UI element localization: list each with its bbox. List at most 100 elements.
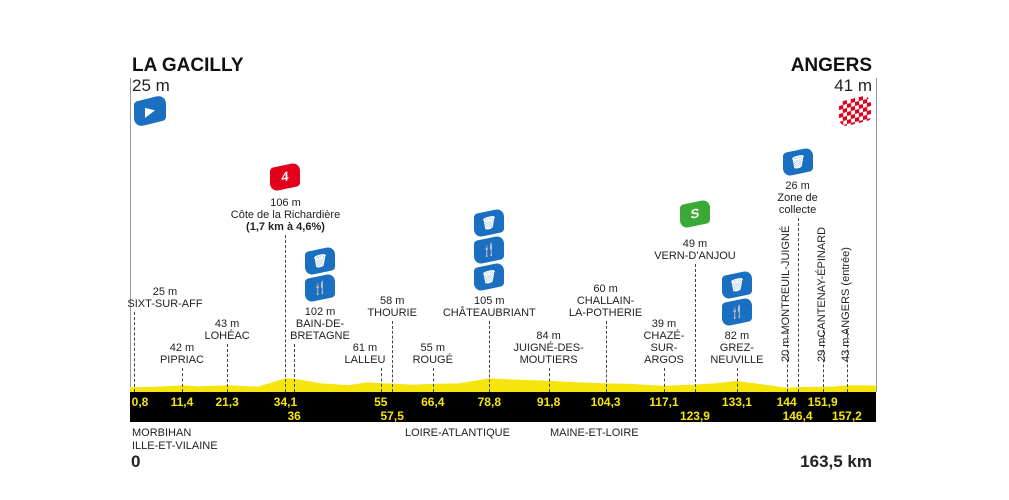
waypoint-text: 39 m: [651, 318, 677, 330]
waypoint-text: 106 m: [270, 197, 301, 209]
waypoint-text: Zone de: [777, 192, 818, 204]
km-label: 11,4: [170, 395, 194, 409]
total-distance: 163,5 km: [800, 452, 872, 471]
km-label: 146,4: [782, 409, 813, 423]
waypoint-text: 49 m: [682, 238, 708, 250]
marker-line: [285, 235, 287, 392]
waypoint-text: LA-POTHERIE: [568, 307, 643, 319]
waypoint-text: CHÂTEAUBRIANT: [442, 307, 536, 319]
finish-line: [876, 78, 877, 392]
km-label: 21,3: [215, 395, 239, 409]
marker-line: [736, 368, 738, 392]
waypoint-text: 43 m: [214, 318, 240, 330]
waypoint-text: LOHÉAC: [204, 330, 250, 342]
marker-line: [181, 368, 183, 392]
waypoint-text: 42 m: [169, 342, 195, 354]
waypoint-text: ROUGÉ: [412, 354, 453, 366]
start-altitude: 25 m: [132, 76, 170, 95]
waypoint-text: GREZ-: [719, 342, 755, 354]
km-label: 78,8: [477, 395, 501, 409]
waypoint-text: MOUTIERS: [519, 354, 578, 366]
marker-line: [432, 368, 434, 392]
km-label: 91,8: [536, 395, 561, 409]
km-band: [130, 392, 876, 422]
department-label: MAINE-ET-LOIRE: [550, 427, 639, 439]
km-label: 123,9: [679, 409, 710, 423]
waypoint-text: CHAZÉ-: [643, 330, 685, 342]
waypoint-text: SUR-: [650, 342, 678, 354]
waypoint-text: CHALLAIN-: [576, 295, 635, 307]
waypoint-vertical-label: 20 m MONTREUIL-JUIGNÉ: [779, 225, 792, 362]
department-label: ILLE-ET-VILAINE: [132, 440, 218, 452]
km-label: 66,4: [421, 395, 445, 409]
km-label: 157,2: [831, 409, 862, 423]
waypoint-text: collecte: [778, 204, 817, 216]
start-km: 0: [131, 452, 141, 471]
km-label: 36: [287, 409, 301, 423]
waypoint-text: THOURIE: [367, 307, 417, 319]
marker-line: [294, 344, 296, 392]
km-label: 34,1: [273, 395, 298, 409]
km-label: 57,5: [380, 409, 404, 423]
waypoint-text: 102 m: [304, 306, 336, 318]
waypoint-vertical-label: 43 m ANGERS (entrée): [839, 247, 852, 362]
marker-line: [663, 368, 665, 392]
finish-city: ANGERS: [790, 55, 872, 76]
km-label: 117,1: [649, 395, 679, 409]
waypoint-text: 58 m: [379, 295, 405, 307]
waypoint-text: JUIGNÉ-DES-: [513, 342, 584, 354]
waypoint-text: VERN-D'ANJOU: [654, 250, 736, 262]
start-line: [130, 78, 131, 392]
waypoint-text: (1,7 km à 4,6%): [246, 221, 325, 233]
waypoint-text: ARGOS: [644, 354, 684, 366]
department-label: LOIRE-ATLANTIQUE: [405, 427, 510, 439]
waypoint-text: 26 m: [785, 180, 810, 192]
marker-line: [133, 312, 135, 392]
marker-line: [786, 330, 788, 392]
waypoint-text: 61 m: [352, 342, 378, 354]
waypoint-vertical-label: 29 mCANTENAY-ÉPINARD: [815, 226, 828, 362]
marker-line: [227, 344, 229, 392]
marker-line: [797, 218, 799, 392]
waypoint-text: BRETAGNE: [290, 330, 350, 342]
waypoint-text: 25 m: [152, 286, 178, 298]
waypoint-text: 105 m: [474, 295, 505, 307]
marker-line: [822, 330, 824, 392]
km-label: 133,1: [721, 395, 752, 409]
marker-line: [694, 264, 696, 392]
start-city: LA GACILLY: [132, 55, 244, 76]
elevation-profile: [130, 378, 876, 392]
marker-line: [489, 321, 491, 392]
marker-line: [548, 368, 550, 392]
waypoint-text: 84 m: [536, 330, 561, 342]
waypoint-text: 60 m: [593, 283, 618, 295]
waypoint-text: 82 m: [724, 330, 750, 342]
km-label: 0,8: [131, 395, 149, 409]
waypoint-text: NEUVILLE: [710, 354, 764, 366]
km-label: 144: [776, 395, 797, 409]
marker-line: [605, 321, 607, 392]
waypoint-text: LALLEU: [344, 354, 386, 366]
finish-altitude: 41 m: [834, 76, 872, 95]
km-label: 151,9: [807, 395, 838, 409]
marker-line: [380, 368, 382, 392]
waypoint-text: SIXT-SUR-AFF: [127, 298, 203, 310]
km-label: 55: [374, 395, 388, 409]
waypoint-text: 55 m: [420, 342, 446, 354]
